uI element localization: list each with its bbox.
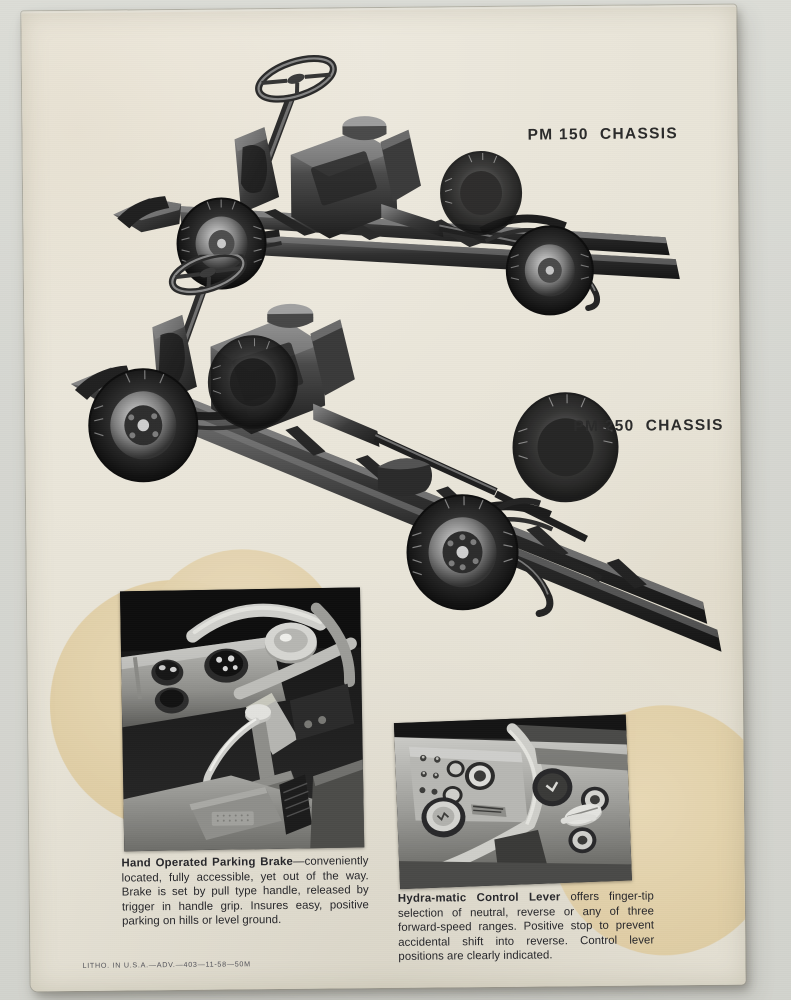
pm250-chassis-illustration: [70, 249, 722, 652]
heading-pm250: PM 250 CHASSIS: [573, 416, 724, 436]
hydramatic-photo-art: [393, 714, 632, 890]
pm150-chassis-illustration: [113, 54, 680, 316]
brochure-page: PM 150 CHASSIS: [21, 4, 746, 992]
parking-brake-photo-art: [119, 587, 365, 852]
photo-hydramatic-control-lever: [393, 714, 632, 890]
photo-hand-operated-parking-brake: [119, 587, 365, 852]
chassis-figure-pm250: [24, 249, 728, 677]
printer-imprint: LITHO. IN U.S.A.—ADV.—403—11-58—50M: [82, 959, 251, 970]
caption-hydramatic-lead: Hydra-matic Control Lever: [397, 891, 561, 905]
caption-hydramatic: Hydra-matic Control Lever offers finger-…: [398, 889, 655, 964]
chassis-figure-pm150: [27, 23, 680, 329]
caption-parking-brake-lead: Hand Operated Parking Brake: [121, 855, 294, 870]
heading-pm150: PM 150 CHASSIS: [527, 125, 679, 144]
caption-parking-brake: Hand Operated Parking Brake—conveniently…: [121, 854, 369, 929]
